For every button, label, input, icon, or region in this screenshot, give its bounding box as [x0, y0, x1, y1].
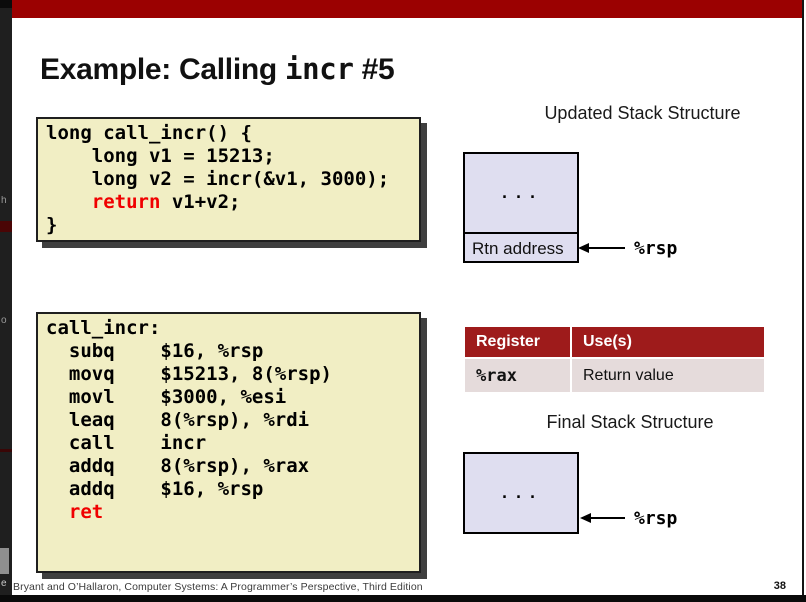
register-column-header: Register [465, 327, 570, 357]
bottom-black-bar [0, 595, 806, 602]
slide-accent-bar [12, 0, 803, 18]
slide-title-code: incr [284, 52, 354, 86]
rsp-arrow-head [580, 513, 591, 523]
updated-stack-heading: Updated Stack Structure [544, 103, 741, 123]
stack-ellipsis: ... [499, 484, 543, 502]
register-use-cell: Return value [572, 359, 764, 392]
slide-right-border [802, 0, 804, 602]
rsp-arrow-line [588, 247, 625, 249]
left-strip-black-top [0, 0, 12, 8]
final-stack-diagram: ... [463, 452, 579, 534]
left-edge-strip: h o e [0, 0, 12, 602]
register-table-row: %rax Return value [465, 359, 764, 392]
assembly-code-block: call_incr: subq $16, %rsp movq $15213, 8… [36, 312, 421, 573]
uses-column-header: Use(s) [572, 327, 764, 357]
left-strip-text-fragment: h [1, 196, 7, 206]
slide-title: Example: Calling incr #5 [40, 50, 780, 89]
rtn-address-cell: Rtn address [472, 238, 564, 258]
register-table-header-row: Register Use(s) [465, 327, 764, 357]
stack-ellipsis-cell: ... [465, 154, 577, 234]
updated-stack-diagram: ... Rtn address [463, 152, 579, 263]
c-source-code-block: long call_incr() { long v1 = 15213; long… [36, 117, 421, 242]
rsp-register-label: %rsp [634, 238, 678, 259]
left-strip-text-fragment: o [1, 316, 7, 326]
final-stack-heading: Final Stack Structure [546, 412, 714, 432]
slide-title-prefix: Example: Calling [40, 53, 285, 86]
rsp-register-label: %rsp [634, 508, 678, 529]
rsp-arrow-line [590, 517, 625, 519]
left-strip-red-line [0, 449, 12, 452]
register-name-cell: %rax [465, 359, 570, 392]
left-strip-red-band [0, 221, 12, 232]
slide-title-suffix: #5 [353, 53, 395, 86]
page-number: 38 [773, 580, 786, 592]
rsp-arrow-head [578, 243, 589, 253]
attribution-footer: Bryant and O’Hallaron, Computer Systems:… [13, 581, 423, 593]
register-table: Register Use(s) %rax Return value [463, 325, 766, 394]
stack-ellipsis: ... [499, 184, 543, 202]
left-strip-gray-patch [0, 548, 9, 574]
left-strip-text-fragment: e [1, 579, 7, 589]
